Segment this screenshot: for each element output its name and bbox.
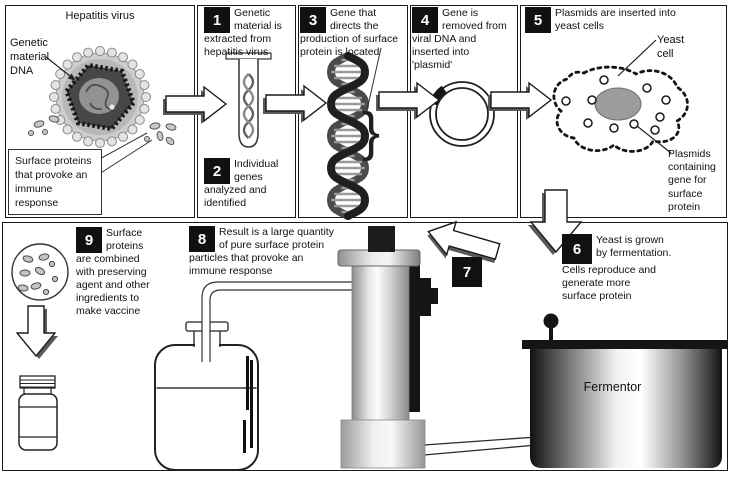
genetic-material-pointer: [45, 56, 71, 77]
gene-pointer-line: [366, 47, 382, 111]
step-5-badge: 5: [525, 7, 551, 33]
fermentor-label: Fermentor: [583, 380, 642, 394]
flow-arrow-left-step7: [427, 220, 501, 264]
fermentor-tank: [522, 313, 728, 468]
gene-bracket: }: [362, 102, 380, 162]
panel-4-plasmid: [410, 5, 518, 218]
pipe-column-to-flask: [201, 281, 352, 362]
flow-arrow-right-4: [488, 81, 553, 120]
purification-column: [337, 226, 438, 469]
panel-5-yeast: [520, 5, 727, 218]
step-8-badge: 8: [189, 226, 215, 252]
yeast-cell-icon: [552, 39, 689, 154]
flask-graduation-bars: [243, 356, 253, 453]
virus-spike-ring: [49, 46, 151, 148]
step-8: 8 Result is a large quantity of pure sur…: [189, 226, 334, 277]
step-6-badge: 6: [562, 234, 592, 264]
step-4-badge: 4: [412, 7, 438, 33]
yeast-cell-pointer: [617, 39, 657, 77]
test-tube-icon: [225, 52, 272, 148]
hepatitis-virus-icon: [28, 46, 177, 177]
step-1-badge: 1: [204, 7, 230, 33]
plasmids-label: Plasmids containing gene for surface pro…: [668, 148, 716, 213]
genetic-material-label: Genetic material DNA: [10, 37, 50, 77]
step-1: 1 Genetic material is extracted from hep…: [204, 7, 282, 58]
plasmid-icon: [429, 81, 495, 147]
flow-arrow-right-2: [263, 84, 328, 123]
step-2-badge: 2: [204, 158, 230, 184]
surface-proteins-callout: Surface proteins that provoke an immune …: [8, 149, 102, 215]
flow-arrow-right-3: [376, 81, 441, 120]
step-7-badge: 7: [452, 257, 482, 287]
step-9-badge: 9: [76, 227, 102, 253]
flow-arrow-down-to-vial: [15, 305, 58, 359]
step-7: 7: [452, 257, 482, 287]
yeast-cell-label: Yeast cell: [657, 34, 685, 60]
plasmids-in-cell: [561, 75, 671, 135]
step-5: 5 Plasmids are inserted into yeast cells: [525, 7, 721, 33]
surface-protein-particles: [28, 115, 177, 146]
pipe-fermentor-to-column: [423, 436, 538, 456]
plasmids-pointer: [636, 125, 672, 154]
step-4: 4 Gene is removed from viral DNA and ins…: [412, 7, 507, 71]
step-3: 3 Gene that directs the production of su…: [300, 7, 399, 58]
vaccine-vial-icon: [18, 375, 58, 451]
surface-protein-pointer-lines: [95, 132, 153, 177]
step-3-badge: 3: [300, 7, 326, 33]
step-2: 2 Individual genes analyzed and identifi…: [204, 158, 279, 209]
dna-helix-icon: }: [326, 47, 382, 220]
step-9: 9 Surface proteins are combined with pre…: [76, 227, 150, 317]
flow-arrow-right-1: [163, 85, 228, 124]
protein-mixture-icon: [11, 243, 69, 301]
panel1-title: Hepatitis virus: [65, 10, 135, 22]
step-6: 6 Yeast is grown by fermentation. Cells …: [562, 234, 672, 302]
yeast-nucleus: [594, 87, 642, 121]
